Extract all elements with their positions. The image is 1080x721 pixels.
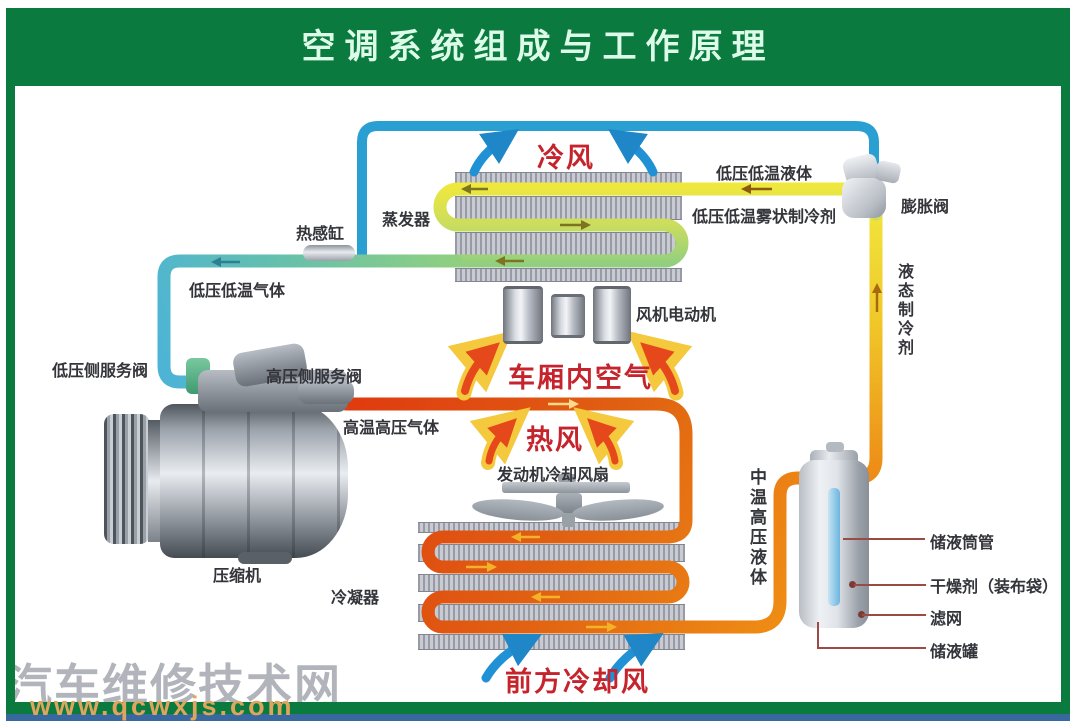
blower-wheel-left <box>503 286 543 344</box>
header-bar <box>6 8 1070 86</box>
compressor-foot <box>238 552 292 564</box>
frame-bottom-accent <box>6 714 1070 721</box>
leader-line <box>854 584 926 586</box>
suction-pipe <box>157 254 463 389</box>
label-ht-hp-gas: 高温高压气体 <box>343 420 440 437</box>
label-filter-screen: 滤网 <box>930 611 963 628</box>
frame-bottom <box>6 702 1070 714</box>
hot-wind-arrow <box>485 418 517 465</box>
front-cooling-arrow <box>605 633 664 683</box>
label-cabin-air: 车厢内空气 <box>508 363 653 393</box>
watermark-site-url: www.qcwxjs.com <box>30 691 295 721</box>
cold-air-arrow <box>608 129 658 177</box>
label-compressor: 压缩机 <box>213 568 262 585</box>
fan-hub-icon <box>556 493 582 513</box>
label-evaporator: 蒸发器 <box>382 212 431 229</box>
compressor-body <box>160 404 348 558</box>
label-condenser: 冷凝器 <box>331 590 380 607</box>
label-liquid-refrigerant: 液态制冷剂 <box>895 263 912 358</box>
blower-wheel-right <box>593 286 631 344</box>
label-receiver-tube: 储液筒管 <box>930 535 995 552</box>
cold-air-arrow <box>469 129 519 177</box>
frame-right <box>1061 8 1070 714</box>
label-fan-motor: 风机电动机 <box>636 307 717 324</box>
cabin-air-arrow <box>640 342 679 395</box>
cabin-air-arrow <box>461 342 500 395</box>
label-lp-service-valve: 低压侧服务阀 <box>52 363 149 380</box>
label-receiver-tank: 储液罐 <box>930 644 979 661</box>
thermal-bulb <box>303 245 355 261</box>
compressor-pulley <box>104 414 150 544</box>
service-valve-assembly <box>298 380 354 404</box>
hot-wind-arrow <box>587 418 619 465</box>
label-hot-wind: 热风 <box>526 425 584 455</box>
label-lp-lt-liquid: 低压低温液体 <box>716 166 813 183</box>
label-front-cooling-wind: 前方冷却风 <box>505 667 650 697</box>
label-lp-lt-mist: 低压低温雾状制冷剂 <box>692 209 837 226</box>
fan-bracket-icon <box>502 482 630 493</box>
condenser-fins <box>418 634 685 650</box>
receiver-pickup-tube <box>828 488 840 606</box>
label-thermal-bulb: 热感缸 <box>296 226 345 243</box>
label-engine-cooling-fan: 发动机冷却风扇 <box>497 467 610 484</box>
leader-line <box>862 614 926 616</box>
capillary-pipe <box>357 121 879 261</box>
front-cooling-arrow <box>481 633 543 683</box>
leader-dot <box>849 581 856 588</box>
condenser-coil <box>339 397 821 634</box>
leader-line <box>843 538 925 540</box>
label-hp-service-valve: 高压侧服务阀 <box>266 369 363 386</box>
label-desiccant: 干燥剂（装布袋） <box>930 579 1059 596</box>
leader-line <box>817 622 819 649</box>
label-expansion-valve: 膨胀阀 <box>901 199 950 216</box>
fan-mount-icon <box>558 474 576 483</box>
label-mt-hp-liquid: 中温高压液体 <box>747 468 766 588</box>
frame-left <box>6 8 15 714</box>
liquid-riser-pipe <box>821 191 883 485</box>
label-lp-lt-gas: 低压低温气体 <box>189 283 286 300</box>
leader-dot <box>858 611 865 618</box>
label-cold-wind: 冷风 <box>537 143 595 173</box>
page-title: 空调系统组成与工作原理 <box>301 28 775 66</box>
fan-stem-icon <box>562 513 575 527</box>
expansion-valve-body <box>842 178 886 218</box>
evaporator-fins <box>455 268 682 282</box>
receiver-drier-nub <box>826 442 844 452</box>
fan-motor-body <box>551 294 585 338</box>
leader-line <box>817 647 926 649</box>
